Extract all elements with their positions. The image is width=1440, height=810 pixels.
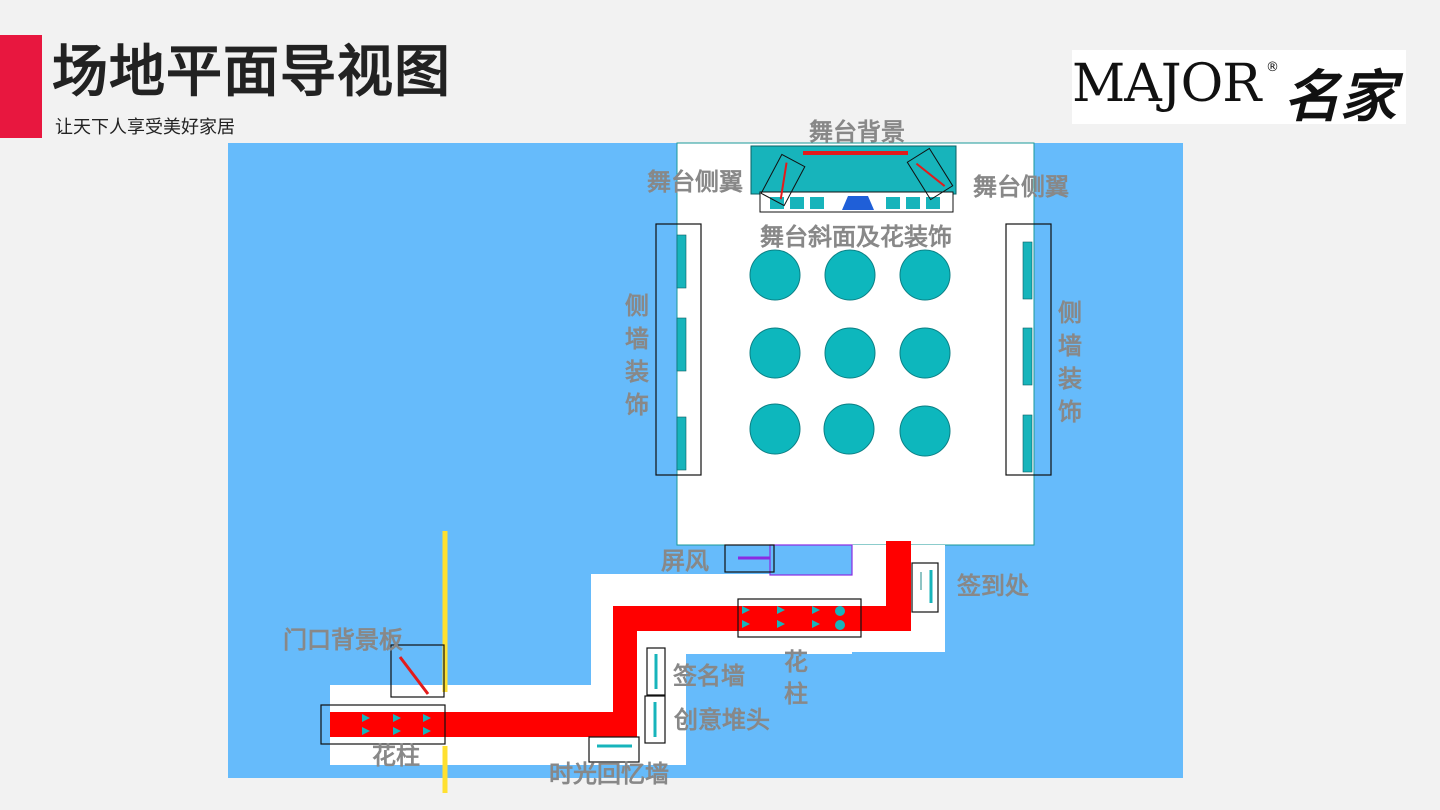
guest-table [823, 403, 875, 455]
logo-wordmark: MAJOR [1072, 54, 1261, 114]
stage-ramp-center [842, 196, 874, 210]
label-flower-pillars-left: 花柱 [372, 742, 420, 770]
svg-text:花: 花 [784, 648, 808, 676]
svg-text:装: 装 [625, 358, 649, 386]
label-check-in: 签到处 [956, 572, 1029, 600]
guest-tables [749, 249, 951, 457]
creative-display [644, 695, 666, 744]
stage-wing-right [906, 147, 954, 201]
svg-text:侧: 侧 [625, 292, 649, 320]
memory-wall [588, 736, 640, 763]
label-creative-pile: 创意堆头 [673, 706, 770, 734]
label-stage-wing-left: 舞台侧翼 [647, 168, 743, 196]
flower-pillars-mid [737, 598, 862, 638]
accent-bar [0, 35, 42, 138]
label-flower-pillars-mid: 花 柱 [784, 648, 808, 708]
check-in-desk [911, 562, 939, 613]
svg-text:饰: 饰 [625, 391, 649, 419]
label-stage-backdrop: 舞台背景 [809, 118, 905, 146]
side-wall-right [1005, 223, 1052, 476]
label-stage-wing-right: 舞台侧翼 [973, 173, 1069, 201]
guest-table [749, 403, 801, 455]
guest-table [749, 327, 801, 379]
svg-text:装: 装 [1058, 365, 1082, 393]
guest-table [824, 249, 876, 301]
side-wall-left [655, 223, 702, 476]
svg-text:侧: 侧 [1058, 299, 1082, 327]
logo-registered-mark: ® [1266, 60, 1279, 75]
guest-table [899, 327, 951, 379]
label-stage-ramp-flowers: 舞台斜面及花装饰 [760, 223, 952, 251]
guest-table [824, 327, 876, 379]
corridor-upper [591, 574, 849, 608]
label-screen: 屏风 [661, 547, 709, 575]
screen-partition [724, 544, 853, 576]
label-side-wall-left: 侧 墙 装 饰 [625, 292, 649, 419]
logo-chinese-name: 名家 [1284, 64, 1396, 124]
page-subtitle: 让天下人享受美好家居 [55, 117, 235, 138]
label-door-backdrop: 门口背景板 [283, 626, 404, 654]
red-carpet [330, 541, 911, 737]
label-memory-wall: 时光回忆墙 [549, 760, 669, 788]
label-side-wall-right: 侧 墙 装 饰 [1058, 299, 1082, 426]
label-signature-wall: 签名墙 [672, 662, 745, 690]
guest-table [749, 249, 801, 301]
guest-table [899, 405, 951, 457]
svg-text:柱: 柱 [784, 680, 808, 708]
entrance-backdrop [390, 531, 448, 793]
guest-table [899, 249, 951, 301]
stage-wing-left [760, 153, 806, 207]
brand-logo: MAJOR ® 名家 [1072, 50, 1406, 124]
flower-pillars-left [320, 704, 446, 745]
svg-text:墙: 墙 [625, 325, 649, 353]
page-title: 场地平面导视图 [52, 40, 451, 105]
svg-text:饰: 饰 [1058, 398, 1082, 426]
svg-text:墙: 墙 [1058, 332, 1082, 360]
signature-wall [646, 647, 666, 696]
